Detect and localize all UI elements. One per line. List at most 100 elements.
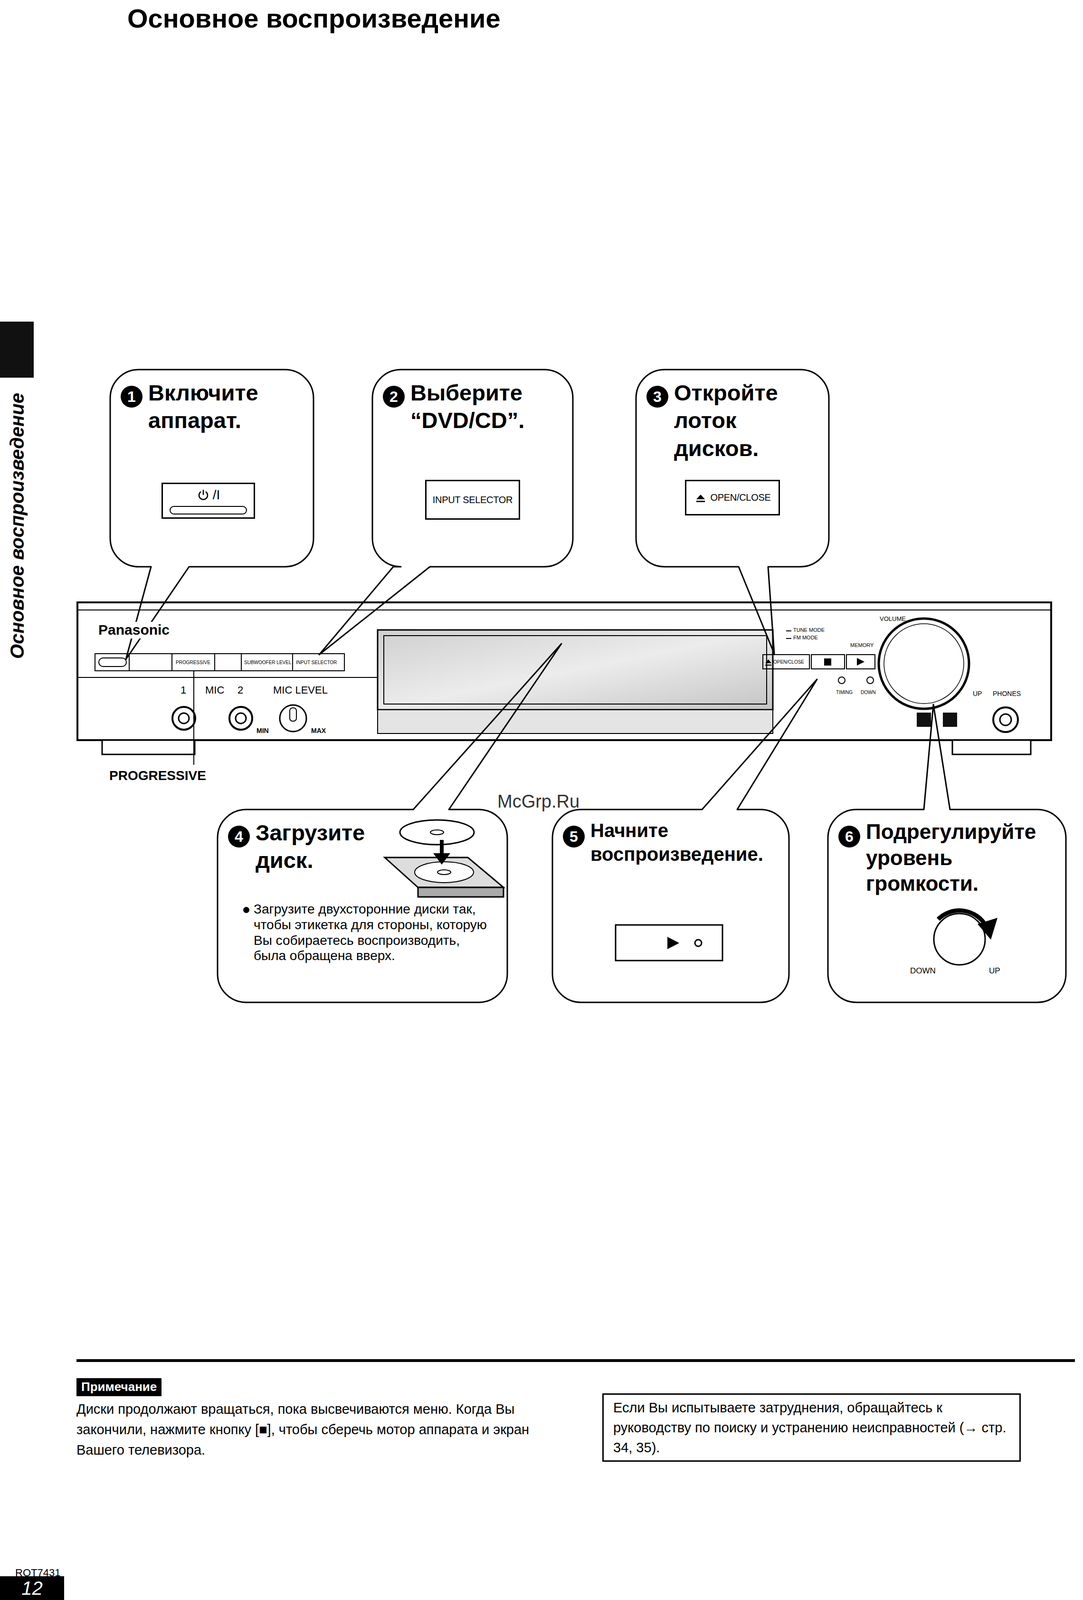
- callout-number: 3: [646, 385, 669, 408]
- balloon-outline: [636, 369, 829, 654]
- volume-knob: [878, 618, 969, 709]
- play-illustration: [615, 924, 723, 961]
- panel-label: PROGRESSIVE: [175, 659, 211, 666]
- note-tag: Примечание: [76, 1377, 162, 1397]
- disc: [399, 819, 475, 845]
- display-inner: [383, 635, 767, 704]
- eject-bar: [765, 664, 772, 666]
- callout-number: 6: [838, 825, 861, 848]
- device-panel: [77, 602, 1052, 765]
- step-heading: Включите аппарат.: [148, 379, 282, 435]
- separator-rule: [76, 1358, 1075, 1362]
- step-note: Загрузите двухсторонние диски так, чтобы…: [253, 901, 492, 964]
- callout-balloon: 2Выберите “DVD/CD”. INPUT SELECTOR: [372, 369, 573, 567]
- page-number-box: 12: [0, 1576, 65, 1600]
- watermark: McGrp.Ru: [497, 791, 580, 813]
- mic-jack-inner: [178, 712, 190, 724]
- open-close-button: [762, 654, 810, 669]
- button-label: /I: [212, 487, 221, 503]
- page-title: Основное воспроизведение: [127, 2, 501, 34]
- skip-button: [838, 676, 846, 684]
- eject-triangle: [696, 494, 705, 500]
- panel-label: TIMING: [836, 689, 853, 696]
- callout-balloon: 6Подрегулируйте уровень громкости.: [827, 809, 1066, 1003]
- mic-jack-inner: [235, 712, 247, 724]
- strip-divider: [171, 653, 173, 671]
- callout-number: 1: [120, 385, 143, 408]
- mic-level-pointer: [289, 707, 297, 722]
- bullet-dot: [243, 906, 250, 913]
- panel-label: DOWN: [860, 689, 876, 696]
- box-text: Если Вы испытываете затруднения, обращай…: [613, 1397, 1010, 1458]
- phones-jack-inner: [999, 713, 1012, 726]
- down-arrow: [439, 839, 444, 855]
- knob-illustration: [933, 910, 998, 965]
- knob-label: UP: [988, 966, 1001, 976]
- panel-label: UP: [972, 689, 982, 698]
- device-foot: [102, 740, 195, 755]
- power-icon: [196, 488, 210, 502]
- balloon-outline: [110, 369, 314, 660]
- tray-recess: [414, 861, 474, 883]
- knob-label: DOWN: [910, 966, 936, 976]
- step-heading: Выберите “DVD/CD”.: [410, 379, 544, 435]
- strip-divider: [292, 653, 294, 671]
- panel-label: 1: [180, 684, 187, 696]
- panel-label: OPEN/CLOSE: [773, 659, 805, 665]
- callout-label: PROGRESSIVE: [109, 768, 207, 784]
- disc-tray: [384, 857, 504, 888]
- balloon-outline: [827, 704, 1066, 1003]
- button-box: /I: [161, 482, 256, 519]
- power-bar: [202, 489, 204, 495]
- button-box: OPEN/CLOSE: [684, 479, 780, 516]
- document-code: RQT7431: [15, 1566, 61, 1579]
- play-button: [846, 654, 875, 669]
- mic-jack: [172, 706, 196, 730]
- button-face: INPUT SELECTOR: [426, 481, 519, 519]
- disc-illustration: [384, 819, 504, 897]
- power-button: [98, 657, 127, 667]
- device-body: [77, 602, 1052, 741]
- section-tab-text: Основное воспроизведение: [6, 392, 29, 659]
- balloon-outline: [217, 643, 562, 1003]
- tray-front: [418, 887, 504, 897]
- button-slot: [169, 505, 247, 515]
- play-button-large: [615, 924, 723, 961]
- play-mark: [856, 657, 865, 666]
- stop-button: [811, 654, 845, 669]
- brand-name: Panasonic: [96, 621, 172, 639]
- turn-arrow: [938, 910, 986, 926]
- eject-mark: [765, 659, 772, 664]
- stop-mark: [824, 658, 832, 666]
- callout-number: 2: [382, 385, 405, 408]
- knob: [933, 913, 986, 965]
- eject-icon: [693, 491, 708, 505]
- button-strip: [95, 653, 345, 671]
- panel-label: INPUT SELECTOR: [295, 659, 337, 666]
- section-tab: [0, 321, 34, 378]
- device-trim: [77, 609, 1052, 611]
- panel-label: 2: [237, 684, 244, 696]
- volume-knob-inner: [883, 623, 964, 704]
- button-face: /I: [162, 485, 254, 504]
- panel-label: FM MODE: [793, 634, 818, 641]
- mode-dash: [786, 630, 792, 632]
- balloon-outline: [552, 679, 817, 1003]
- display-window: [377, 629, 773, 710]
- note-heading: Примечание: [81, 1378, 157, 1396]
- panel-label: MIN: [256, 726, 269, 735]
- callout-number: 4: [228, 825, 250, 848]
- display-band: [377, 709, 773, 734]
- step-heading: Начните воспроизведение.: [590, 818, 779, 866]
- sensor-square: [942, 712, 958, 727]
- step-heading: Откройте лоток дисков.: [674, 379, 803, 463]
- mode-dash: [786, 637, 792, 639]
- step-heading: Загрузите диск.: [255, 818, 384, 875]
- eject-bar: [696, 500, 705, 503]
- leader-line: [193, 670, 195, 765]
- button-face: OPEN/CLOSE: [686, 481, 779, 514]
- callout-balloon: 5Начните воспроизведение.: [552, 809, 789, 1003]
- phones-jack: [993, 707, 1018, 732]
- panel-label: MAX: [311, 726, 326, 735]
- front-edge: [77, 676, 378, 678]
